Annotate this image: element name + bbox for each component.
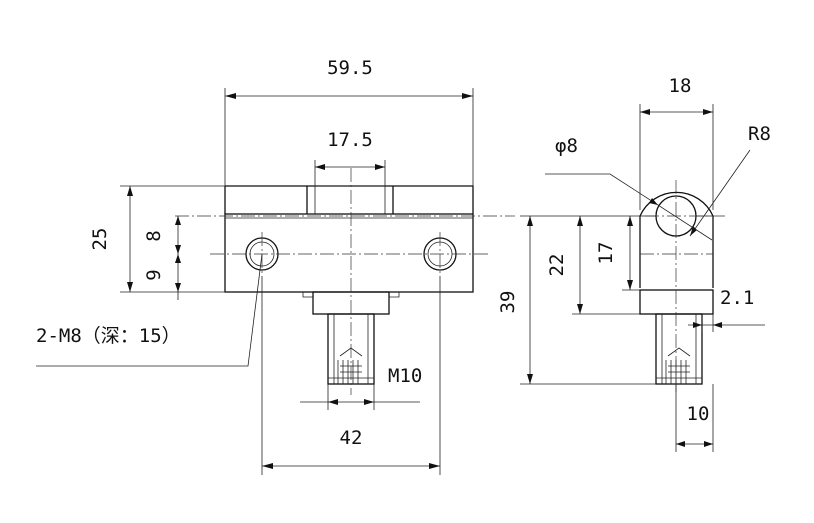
dim-slot-width: 17.5 [327,129,373,151]
dim-total-height: 39 [497,291,519,314]
dim-thread-size: M10 [388,365,422,387]
dim-hole-offset-upper: 8 [143,230,165,241]
top-right-boss [392,185,474,214]
note-tapped-holes: 2-M8（深：15） [36,325,181,347]
lower-boss-flange [302,292,400,298]
side-thread-hatch [665,347,691,384]
side-view [639,180,725,395]
dim-hole-offset-lower: 9 [143,269,165,280]
dim-height-22: 22 [546,254,568,277]
dim-hole-spacing: 42 [340,427,363,449]
dim-width-total: 59.5 [327,57,373,79]
front-dimensions: 59.5 17.5 25 8 9 2-M8（深：15） M10 [36,57,474,475]
front-view [175,168,515,395]
dim-height-17: 17 [595,242,617,265]
dim-radius: R8 [748,123,771,145]
side-lower-body [639,289,714,315]
dim-stud-width: 10 [687,403,710,425]
side-stud [655,313,703,385]
side-head [639,191,714,288]
top-left-boss [224,185,308,214]
dim-pin-diameter: φ8 [555,135,578,157]
dim-side-width: 18 [669,75,692,97]
slot-inner [314,185,386,215]
thread-hatch [337,347,363,384]
side-dimensions: 39 22 17 18 R8 φ8 2.1 [497,75,771,452]
dim-offset-2-1: 2.1 [720,287,754,309]
dim-height-left: 25 [89,228,111,251]
